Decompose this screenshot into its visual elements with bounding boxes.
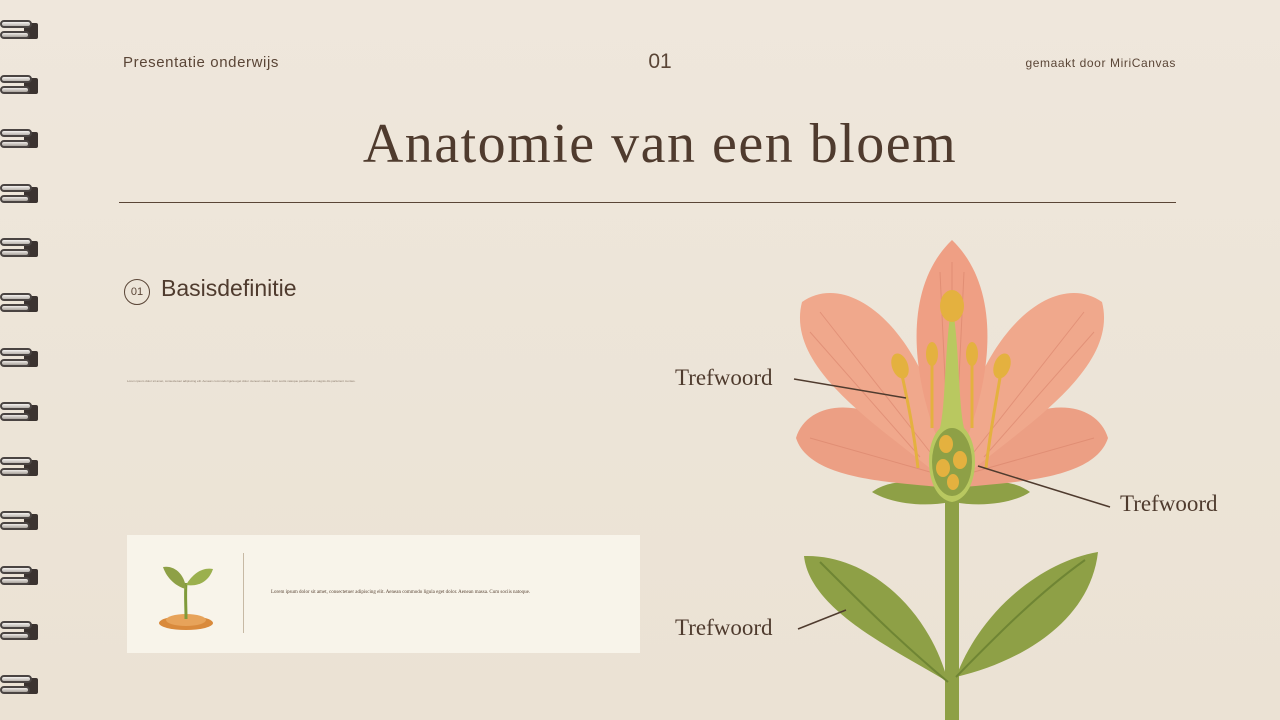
petal-label: Trefwoord: [675, 365, 773, 390]
binding-ring: [0, 509, 42, 535]
leaf-label: Trefwoord: [675, 615, 773, 640]
binding-ring: [0, 673, 42, 699]
binding-ring: [0, 564, 42, 590]
binding-ring: [0, 236, 42, 262]
card-divider: [243, 553, 244, 633]
page-number: 01: [648, 50, 672, 73]
ovary-label: Trefwoord: [1120, 491, 1218, 516]
section-title: Basisdefinitie: [161, 275, 297, 301]
binding-ring: [0, 619, 42, 645]
binding-ring: [0, 73, 42, 99]
spiral-binding: [0, 18, 46, 708]
binding-ring: [0, 455, 42, 481]
card-text: Lorem ipsum dolor sit amet, consectetuer…: [271, 590, 531, 595]
title-divider: [119, 202, 1176, 203]
flower-illustration: [796, 240, 1108, 720]
binding-ring: [0, 346, 42, 372]
header-left-text: Presentatie onderwijs: [123, 54, 280, 71]
binding-ring: [0, 182, 42, 208]
binding-ring: [0, 291, 42, 317]
info-card: Lorem ipsum dolor sit amet, consectetuer…: [127, 535, 640, 653]
binding-ring: [0, 127, 42, 153]
petal-far-left: [796, 407, 948, 488]
page-title: Anatomie van een bloem: [362, 113, 958, 175]
binding-ring: [0, 18, 42, 44]
section-number-badge: 01: [124, 279, 150, 305]
section-body-text: Lorem ipsum dolor sit amet, consectetuer…: [127, 379, 356, 383]
binding-ring: [0, 400, 42, 426]
sprout-icon: [159, 566, 213, 630]
header-right-text: gemaakt door MiriCanvas: [1025, 56, 1176, 70]
right-leaf: [956, 552, 1098, 677]
